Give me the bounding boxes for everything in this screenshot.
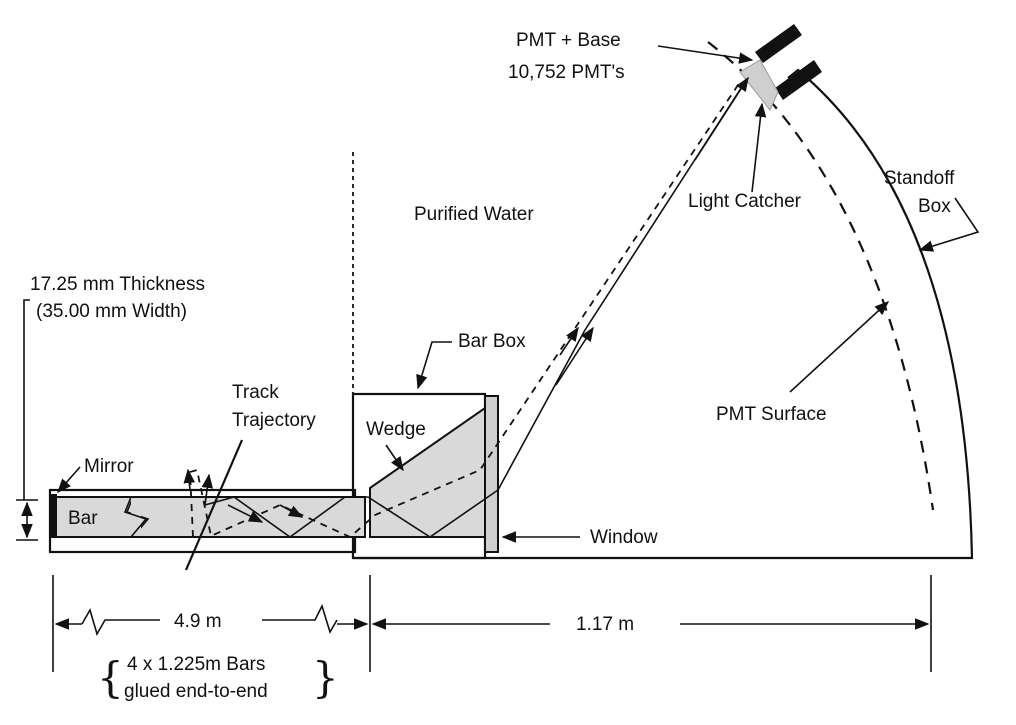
thickness-label: 17.25 mm Thickness	[30, 274, 205, 295]
standoff-leader	[918, 197, 980, 252]
light-catcher-leader	[751, 102, 767, 193]
bar-box-label: Bar Box	[458, 331, 526, 352]
track-trajectory-line	[184, 439, 244, 571]
mirror-icon	[50, 494, 57, 538]
bars-label-line1: 4 x 1.225m Bars	[127, 654, 265, 675]
bar-box-leader	[416, 341, 452, 390]
light-catcher-label: Light Catcher	[688, 191, 802, 212]
bars-label-line2: glued end-to-end	[124, 681, 268, 702]
window-label: Window	[590, 527, 658, 548]
wedge-leader	[385, 444, 404, 472]
pmt-count-label: 10,752 PMT's	[508, 62, 625, 83]
brace-left: {	[97, 653, 124, 702]
pmt-base-label: PMT + Base	[516, 30, 621, 51]
light-catcher-icon	[739, 59, 779, 111]
purified-water-label: Purified Water	[414, 204, 534, 225]
pmt-surface-leader	[789, 301, 890, 393]
mirror-label: Mirror	[84, 456, 134, 477]
standoff-label-line2: Box	[918, 196, 951, 217]
photon-path-solid	[204, 81, 746, 538]
window-shape	[484, 395, 499, 553]
track-label-line2: Trajectory	[232, 410, 316, 431]
thickness-dimension	[16, 299, 38, 541]
pmt-base-icon	[755, 24, 822, 100]
pmt-surface-label: PMT Surface	[716, 404, 827, 425]
brace-right: }	[312, 653, 339, 702]
bar-label: Bar	[68, 508, 98, 529]
width-label: (35.00 mm Width)	[36, 301, 187, 322]
standoff-label-line1: Standoff	[884, 168, 955, 189]
mirror-leader	[57, 466, 81, 494]
wedge-label: Wedge	[366, 419, 426, 440]
standoff-length-dimension-label: 1.17 m	[576, 614, 634, 635]
track-label-line1: Track	[232, 382, 279, 403]
dimension-lines	[52, 575, 932, 672]
pmt-surface-arc	[707, 41, 935, 511]
bar-length-dimension-label: 4.9 m	[174, 611, 222, 632]
pmt-base-leader	[657, 45, 754, 64]
